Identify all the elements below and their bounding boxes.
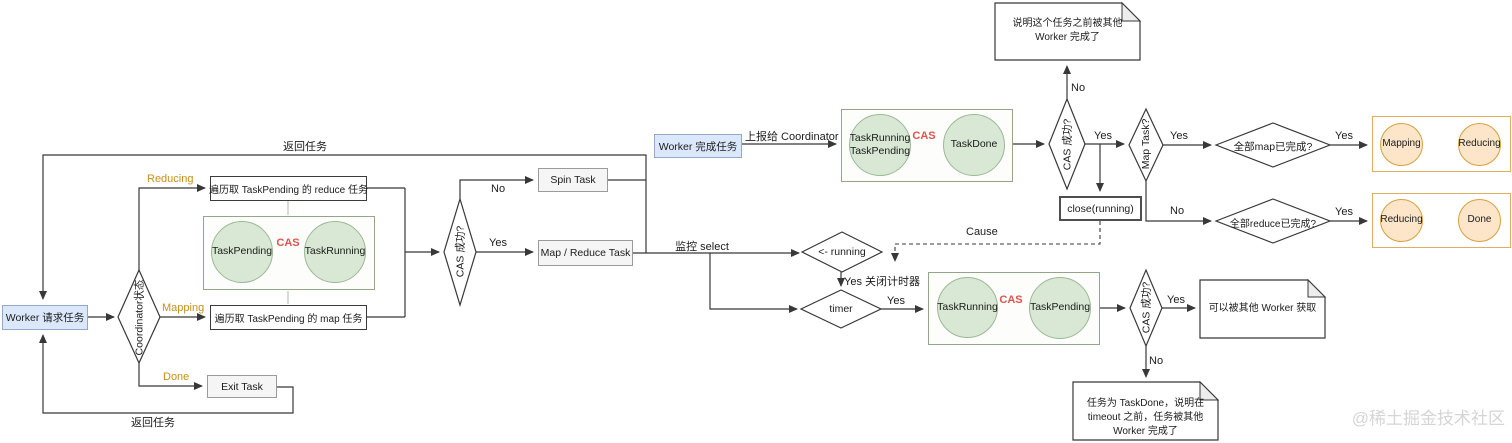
edge-reducing-branch bbox=[138, 184, 206, 270]
cas-bottom-diamond bbox=[1129, 268, 1163, 348]
branch-mapping-label: Mapping bbox=[162, 302, 205, 314]
cas-op-left-label: CAS bbox=[276, 237, 300, 249]
all-reduce-yes-label: Yes bbox=[1335, 206, 1353, 218]
return-task-bottom-label: 返回任务 bbox=[131, 417, 175, 429]
state-taskpending-left: TaskPending bbox=[211, 221, 273, 283]
report-coordinator-label: 上报给 Coordinator bbox=[745, 131, 839, 143]
cause-label: Cause bbox=[966, 226, 998, 238]
exit-task-box: Exit Task bbox=[207, 375, 277, 398]
return-task-top-label: 返回任务 bbox=[283, 141, 327, 153]
cas-bottom-no-label: No bbox=[1149, 355, 1164, 367]
note-timeout-text: 任务为 TaskDone，说明在 timeout 之前，任务被其他 Worker… bbox=[1086, 398, 1205, 437]
state-taskrunning-pending-top: TaskRunning TaskPending bbox=[849, 114, 911, 176]
map-task-diamond bbox=[1128, 107, 1164, 183]
note-done-by-other-fold bbox=[1121, 1, 1142, 22]
map-reduce-task-box: Map / Reduce Task bbox=[538, 240, 633, 266]
branch-done-label: Done bbox=[163, 371, 190, 383]
note-acquirable-shape bbox=[1199, 279, 1326, 339]
state-reducing-1: Reducing bbox=[1458, 123, 1501, 166]
timer-label: timer bbox=[829, 303, 853, 315]
map-scan-box: 遍历取 TaskPending 的 map 任务 bbox=[210, 305, 367, 330]
branch-reducing-label: Reducing bbox=[147, 173, 194, 185]
state-reducing-2: Reducing bbox=[1380, 199, 1423, 242]
note-timeout-fold bbox=[1199, 380, 1220, 401]
map-task-yes-label: Yes bbox=[1170, 130, 1188, 142]
cas-left-no-label: No bbox=[491, 183, 506, 195]
all-map-done-label: 全部map已完成? bbox=[1233, 141, 1313, 153]
note-done-by-other-text: 说明这个任务之前被其他 Worker 完成了 bbox=[1012, 18, 1123, 43]
spin-task-box: Spin Task bbox=[538, 168, 608, 192]
edge-return-task-bottom bbox=[39, 334, 294, 414]
cas-op-top-label: CAS bbox=[912, 130, 936, 142]
reduce-scan-box: 遍历取 TaskPending 的 reduce 任务 bbox=[209, 176, 368, 201]
worker-request-box: Worker 请求任务 bbox=[2, 305, 88, 330]
site-watermark: @稀土掘金技术社区 bbox=[1351, 409, 1505, 428]
edge-done-branch bbox=[138, 363, 203, 390]
cas-top-no-label: No bbox=[1071, 82, 1086, 94]
state-done: Done bbox=[1458, 199, 1501, 242]
note-acquirable-fold bbox=[1307, 278, 1327, 298]
timer-diamond bbox=[799, 289, 883, 329]
cas-left-yes-label: Yes bbox=[489, 237, 507, 249]
map-task-label: Map Task? bbox=[1140, 118, 1152, 170]
timer-close-label: Yes 关闭计时器 bbox=[844, 276, 921, 288]
all-reduce-done-diamond bbox=[1214, 198, 1332, 244]
close-running-box: close(running) bbox=[1059, 196, 1142, 221]
state-taskdone-top: TaskDone bbox=[943, 114, 1005, 176]
all-map-done-diamond bbox=[1214, 122, 1332, 168]
map-task-no-label: No bbox=[1170, 205, 1185, 217]
timer-yes-label: Yes bbox=[887, 295, 905, 307]
worker-done-box: Worker 完成任务 bbox=[654, 134, 742, 158]
note-timeout-shape bbox=[1072, 381, 1219, 441]
all-map-yes-label: Yes bbox=[1335, 130, 1353, 142]
cas-top-diamond bbox=[1048, 97, 1086, 191]
state-mapping: Mapping bbox=[1380, 123, 1423, 166]
edge-map-task-no bbox=[1145, 181, 1212, 225]
cas-bottom-yes-label: Yes bbox=[1167, 294, 1185, 306]
cas-left-label: CAS 成功? bbox=[454, 225, 467, 278]
state-taskrunning-left: TaskRunning bbox=[304, 221, 366, 283]
note-acquirable-text: 可以被其他 Worker 获取 bbox=[1208, 303, 1317, 314]
note-done-by-other-shape bbox=[994, 2, 1141, 61]
cas-left-diamond bbox=[443, 196, 477, 308]
all-reduce-done-label: 全部reduce已完成? bbox=[1229, 219, 1317, 230]
edge-monitor-to-timer bbox=[709, 253, 798, 313]
cas-op-bottom-label: CAS bbox=[999, 294, 1023, 306]
running-channel-diamond bbox=[800, 231, 884, 273]
running-channel-label: <- running bbox=[818, 246, 866, 258]
cas-top-label: CAS 成功? bbox=[1061, 118, 1074, 171]
coordinator-state-diamond bbox=[117, 268, 161, 365]
coordinator-state-label: Coordinator状态 bbox=[133, 279, 146, 356]
cas-top-yes-label: Yes bbox=[1094, 130, 1112, 142]
state-taskpending-bottom: TaskPending bbox=[1029, 277, 1091, 339]
edge-cas-left-no bbox=[459, 176, 534, 199]
edge-return-task-top bbox=[39, 154, 647, 300]
state-taskrunning-bottom: TaskRunning bbox=[937, 277, 998, 338]
cas-bottom-label: CAS 成功? bbox=[1140, 281, 1153, 334]
monitor-select-label: 监控 select bbox=[675, 241, 729, 253]
